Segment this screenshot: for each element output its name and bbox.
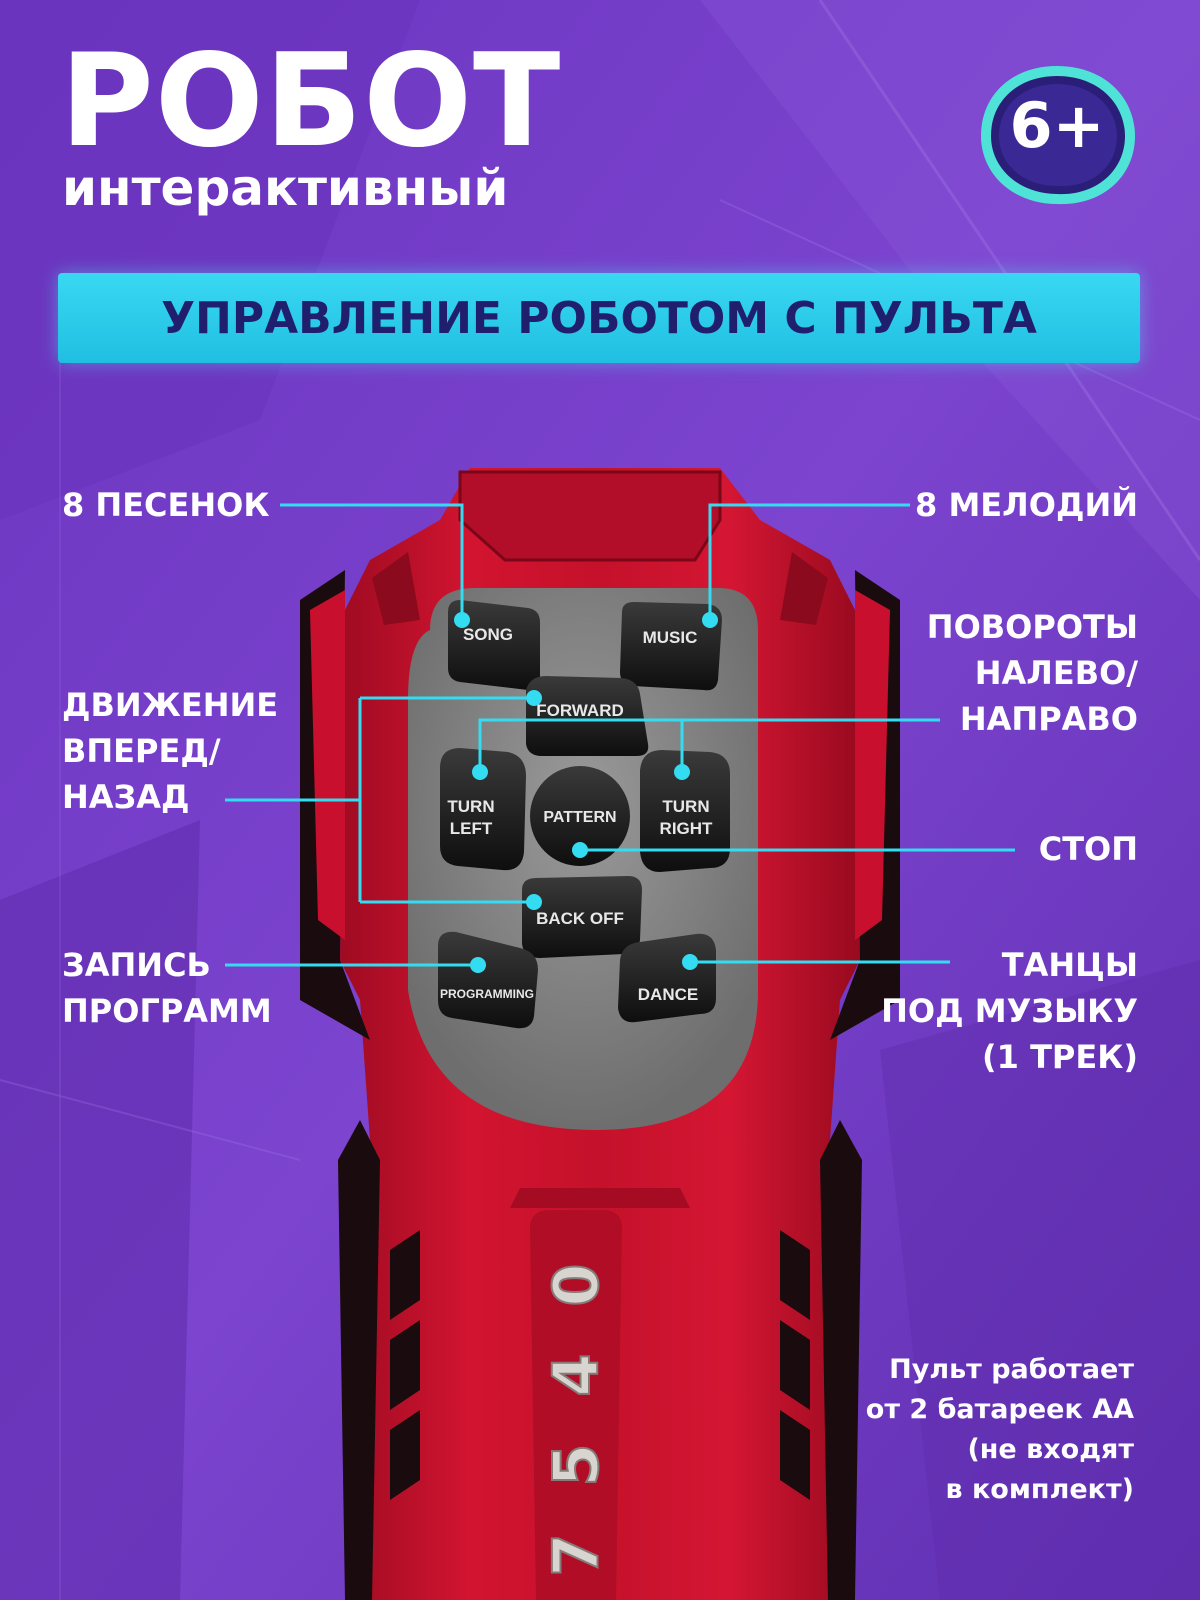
- back-off-button-label: BACK OFF: [536, 909, 624, 928]
- turn-right-button[interactable]: [640, 750, 730, 872]
- pattern-button[interactable]: [530, 766, 630, 866]
- digit: 7: [539, 1532, 614, 1577]
- turn-right-label-1: TURN: [662, 797, 709, 816]
- turn-left-label-2: LEFT: [450, 819, 493, 838]
- programming-button[interactable]: [438, 931, 538, 1029]
- pattern-button-label: PATTERN: [543, 809, 616, 826]
- banner-text: УПРАВЛЕНИЕ РОБОТОМ С ПУЛЬТА: [161, 292, 1037, 344]
- digit: 4: [539, 1352, 614, 1397]
- subtitle: интерактивный: [62, 159, 509, 217]
- digit: 5: [539, 1442, 614, 1487]
- battery-note: Пульт работает от 2 батареек АА (не вход…: [865, 1354, 1134, 1505]
- dance-button[interactable]: [618, 933, 716, 1023]
- forward-button-label: FORWARD: [536, 701, 624, 720]
- label-melodies: 8 МЕЛОДИЙ: [915, 486, 1138, 524]
- music-button[interactable]: [620, 602, 722, 691]
- back-off-button[interactable]: [522, 876, 642, 958]
- age-badge-text: 6+: [1009, 89, 1105, 162]
- digit: 0: [539, 1262, 614, 1307]
- label-movement: ДВИЖЕНИЕ ВПЕРЕД/ НАЗАД: [62, 686, 279, 816]
- banner: УПРАВЛЕНИЕ РОБОТОМ С ПУЛЬТА: [58, 273, 1140, 363]
- dance-button-label: DANCE: [638, 985, 698, 1004]
- serial-number: 0 4 5 7: [539, 1240, 614, 1600]
- programming-button-label: PROGRAMMING: [440, 987, 534, 1001]
- label-dance: ТАНЦЫ ПОД МУЗЫКУ (1 ТРЕК): [881, 946, 1138, 1076]
- age-badge: [981, 66, 1135, 205]
- turn-left-label-1: TURN: [447, 797, 494, 816]
- turn-right-label-2: RIGHT: [660, 819, 714, 838]
- number-strip: [530, 1210, 622, 1600]
- label-turns: ПОВОРОТЫ НАЛЕВО/ НАПРАВО: [926, 608, 1138, 738]
- title: РОБОТ: [60, 27, 562, 176]
- song-button[interactable]: [448, 600, 540, 691]
- label-stop: СТОП: [1038, 830, 1138, 868]
- label-record: ЗАПИСЬ ПРОГРАММ: [62, 946, 272, 1030]
- song-button-label: SONG: [463, 625, 513, 644]
- music-button-label: MUSIC: [643, 628, 698, 647]
- label-songs: 8 ПЕСЕНОК: [62, 486, 270, 524]
